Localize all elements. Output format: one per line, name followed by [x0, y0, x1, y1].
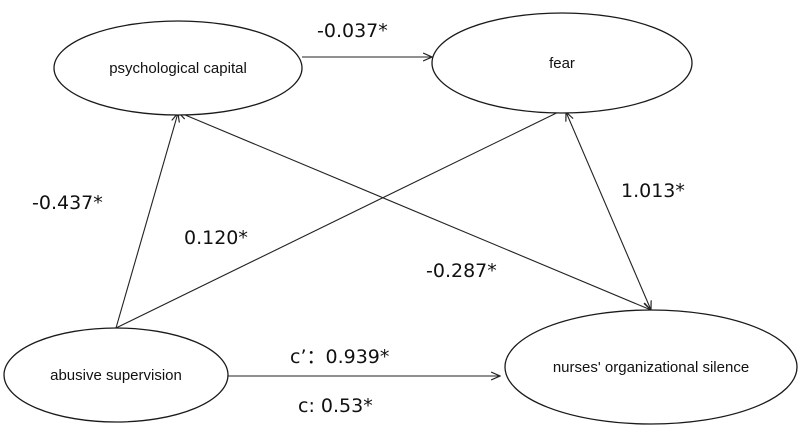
node-psychological-capital: psychological capital: [53, 20, 303, 116]
coef-abusive-to-psycap: -0.437*: [32, 192, 103, 214]
coef-abusive-to-fear: 0.120*: [184, 227, 248, 249]
coef-fear-to-silence: 1.013*: [621, 180, 685, 202]
node-label-psychological-capital: psychological capital: [109, 60, 247, 77]
edge-psycap-silence: [178, 112, 651, 310]
node-abusive-supervision: abusive supervision: [3, 327, 229, 423]
node-label-silence: nurses' organizational silence: [553, 359, 749, 376]
coef-total-c: c: 0.53*: [298, 395, 373, 417]
coef-psycap-to-silence: -0.287*: [426, 260, 497, 282]
coef-direct-c-prime: c’：0.939*: [290, 346, 389, 368]
node-label-abusive-supervision: abusive supervision: [50, 367, 182, 384]
node-label-fear: fear: [549, 55, 575, 72]
node-fear: fear: [431, 12, 693, 114]
edge-abusive-to-fear: [115, 103, 577, 329]
coef-psycap-to-fear: -0.037*: [317, 20, 388, 42]
node-nurses-organizational-silence: nurses' organizational silence: [504, 309, 798, 425]
edge-abusive-to-psycap: [115, 113, 178, 329]
